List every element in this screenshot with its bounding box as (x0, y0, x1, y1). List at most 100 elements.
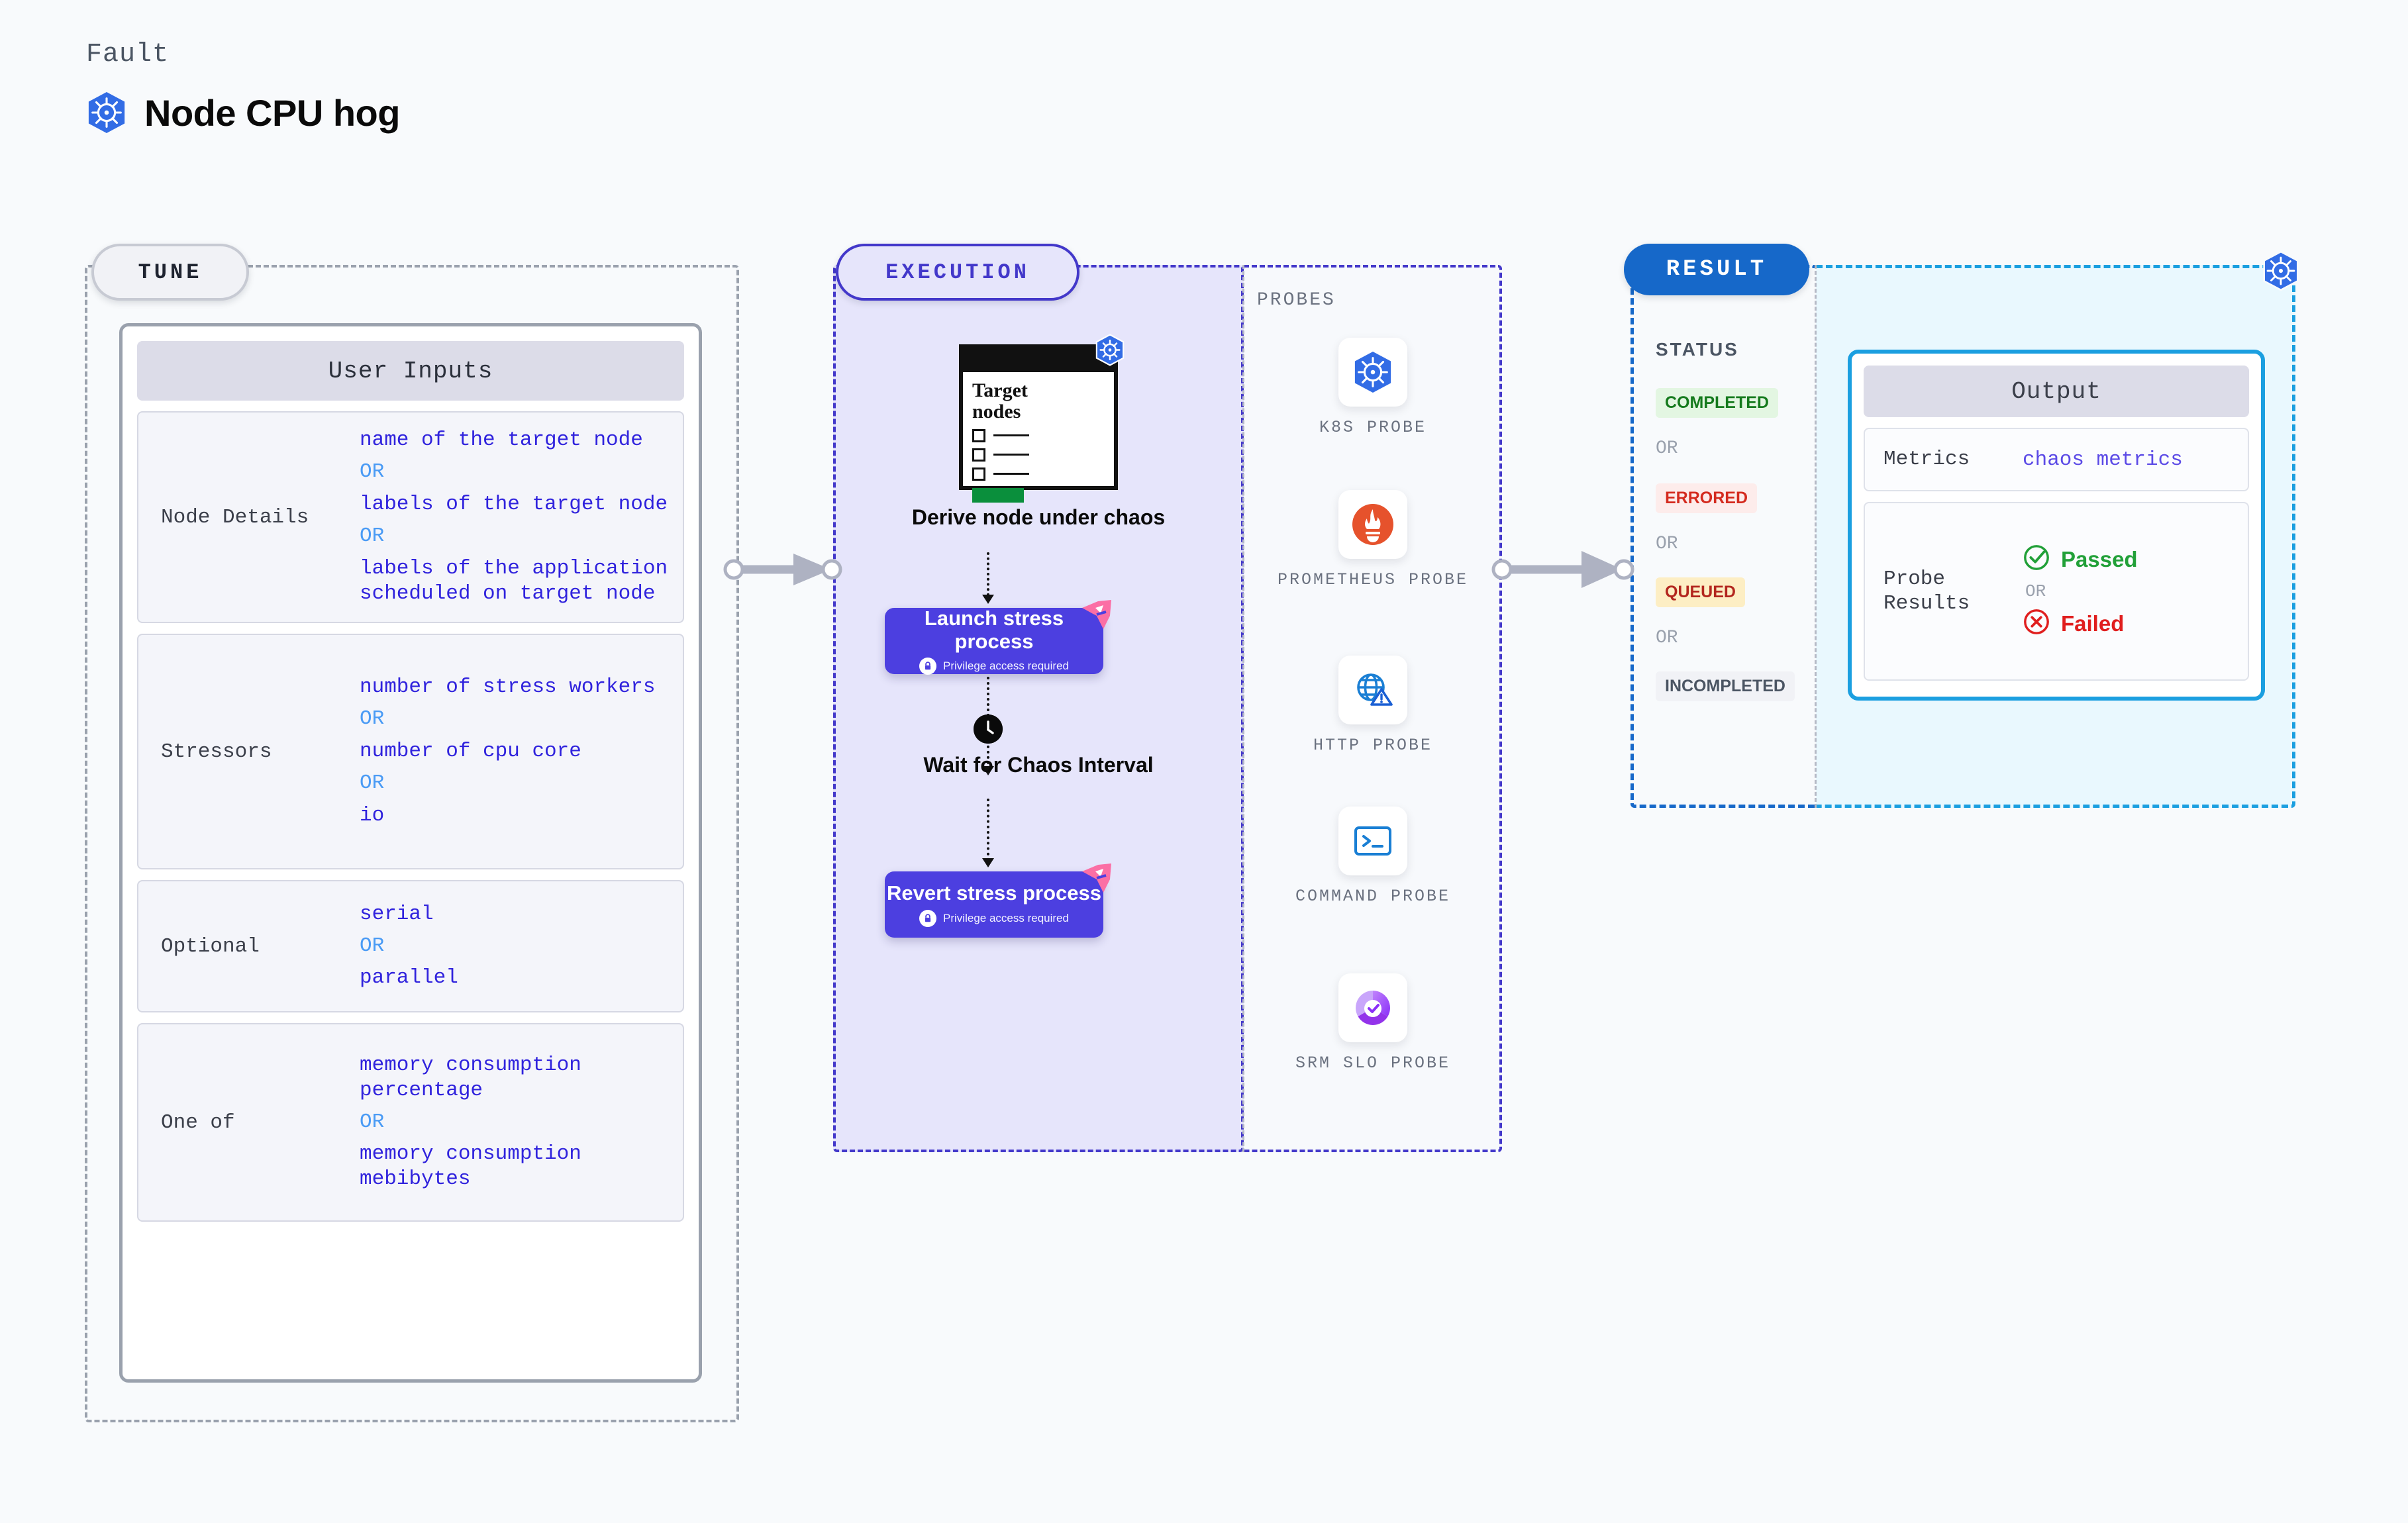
card-title-bar (963, 348, 1114, 372)
passed-label: Passed (2061, 546, 2138, 571)
input-value: labels of the application scheduled on t… (360, 556, 668, 605)
x-circle-icon (2023, 608, 2050, 639)
or-separator: OR (1656, 438, 1678, 459)
input-value: labels of the target node (360, 493, 668, 516)
target-nodes-title: Target nodes (972, 379, 1028, 423)
target-nodes-card: Target nodes (959, 344, 1118, 503)
step-subtitle: Privilege access required (943, 659, 1069, 672)
ribbon-icon (1081, 862, 1113, 894)
page-header: Fault Node CPU hog (86, 40, 400, 134)
or-separator: OR (1656, 534, 1678, 554)
result-pill-label: RESULT (1624, 244, 1809, 295)
step-title: Revert stress process (887, 881, 1101, 905)
user-inputs-title: User Inputs (137, 341, 684, 401)
terminal-icon (1338, 807, 1407, 875)
status-badge-incompleted: INCOMPLETED (1656, 671, 1795, 701)
input-value: serial (360, 902, 434, 926)
probe-srm-slo[interactable]: SRM SLO PROBE (1244, 973, 1502, 1073)
tune-pill-label: TUNE (91, 244, 249, 301)
probe-label: SRM SLO PROBE (1295, 1054, 1451, 1073)
tune-panel (85, 265, 739, 1422)
metrics-row: Metrics chaos metrics (1864, 428, 2249, 491)
or-separator: OR (360, 524, 385, 548)
probe-command[interactable]: COMMAND PROBE (1244, 807, 1502, 907)
http-globe-warning-icon (1338, 656, 1407, 724)
table-row: Node Details name of the target node OR … (137, 411, 684, 623)
step-revert-stress-process[interactable]: Revert stress process Privilege access r… (885, 863, 1111, 938)
result-divider (1815, 265, 1817, 808)
kubernetes-icon (1338, 338, 1407, 407)
probes-section-label: PROBES (1257, 290, 1336, 311)
input-value: memory consumption percentage (360, 1053, 581, 1102)
table-row: One of memory consumption percentage OR … (137, 1023, 684, 1222)
status-badge-queued: QUEUED (1656, 577, 1745, 607)
status-badge-errored: ERRORED (1656, 483, 1758, 513)
probe-label: K8S PROBE (1319, 418, 1427, 437)
prometheus-icon (1338, 490, 1407, 559)
or-separator: OR (1656, 628, 1678, 648)
metrics-key: Metrics (1883, 448, 1970, 471)
or-separator: OR (360, 707, 385, 731)
input-value: number of stress workers (360, 675, 656, 699)
or-separator: OR (360, 934, 385, 958)
connector-execution-to-result (1491, 551, 1634, 588)
step-label-derive: Derive node under chaos (911, 505, 1166, 529)
list-item (972, 428, 1105, 442)
ribbon-icon (1081, 599, 1113, 630)
execution-pill-label: EXECUTION (836, 244, 1079, 301)
failed-label: Failed (2061, 611, 2125, 636)
step-subtitle: Privilege access required (943, 911, 1069, 924)
connector-tune-to-execution (723, 554, 842, 585)
lock-icon (919, 909, 937, 927)
checkbox-icon (972, 467, 985, 481)
progress-bar (972, 487, 1024, 503)
user-inputs-card: User Inputs Node Details name of the tar… (119, 323, 702, 1383)
input-value: memory consumption mebibytes (360, 1142, 581, 1191)
probe-result-passed: Passed (2023, 544, 2237, 575)
output-title: Output (1864, 366, 2249, 417)
probe-result-failed: Failed (2023, 608, 2237, 639)
kubernetes-icon (2262, 250, 2300, 295)
step-title: Launch stress process (924, 607, 1064, 653)
probe-prometheus[interactable]: PROMETHEUS PROBE (1244, 490, 1502, 590)
input-value: number of cpu core (360, 740, 581, 763)
probe-label: HTTP PROBE (1313, 736, 1433, 755)
checkbox-icon (972, 428, 985, 442)
or-separator: OR (360, 460, 385, 484)
input-key: Node Details (161, 505, 309, 529)
probe-k8s[interactable]: K8S PROBE (1244, 338, 1502, 438)
checkbox-icon (972, 448, 985, 462)
srm-slo-icon (1338, 973, 1407, 1042)
input-value: name of the target node (360, 428, 643, 452)
input-key: Stressors (161, 740, 272, 763)
or-separator: OR (360, 771, 385, 795)
execution-flow: Target nodes Derive node under chaos La (833, 265, 1244, 1152)
input-key: One of (161, 1110, 235, 1134)
list-line (993, 434, 1029, 437)
metrics-value: chaos metrics (2023, 448, 2183, 471)
or-separator: OR (2025, 581, 2046, 601)
list-item (972, 448, 1105, 462)
table-row: Stressors number of stress workers OR nu… (137, 634, 684, 869)
list-item (972, 467, 1105, 481)
fault-title-row: Node CPU hog (86, 91, 400, 134)
lock-icon (919, 657, 937, 675)
probe-http[interactable]: HTTP PROBE (1244, 656, 1502, 756)
table-row: Optional serial OR parallel (137, 880, 684, 1012)
clock-icon (974, 714, 1003, 744)
status-badge-completed: COMPLETED (1656, 388, 1778, 418)
input-value: parallel (360, 966, 458, 990)
or-separator: OR (360, 1110, 385, 1134)
input-key: Optional (161, 934, 260, 958)
list-line (993, 454, 1029, 456)
kubernetes-icon (1095, 334, 1125, 369)
check-circle-icon (2023, 544, 2050, 575)
step-launch-stress-process[interactable]: Launch stress process Privilege access r… (885, 600, 1111, 675)
step-label-wait: Wait for Chaos Interval (923, 753, 1154, 777)
status-label: STATUS (1656, 339, 1739, 360)
probes-divider (1242, 265, 1244, 1152)
fault-eyebrow: Fault (86, 40, 170, 70)
